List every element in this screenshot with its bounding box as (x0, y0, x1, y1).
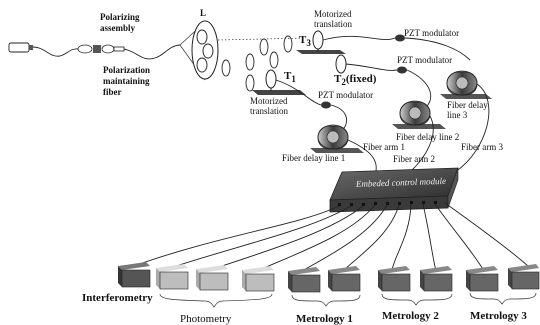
fiber-arm-2 (409, 115, 434, 173)
detector-photometry-1 (156, 264, 189, 290)
pzt-modulator-3-label: PZT modulator (318, 90, 373, 100)
pzt-modulator-2-label: PZT modulator (397, 55, 452, 65)
detector-metrology-2b (420, 266, 453, 292)
detector-metrology-1a (288, 267, 321, 293)
pzt-modulator-1 (395, 34, 405, 42)
pzt-modulator-3 (321, 101, 331, 109)
t1-label: T1 (284, 70, 296, 84)
embedded-control-module (329, 167, 459, 213)
pzt-modulator-1-label: PZT modulator (404, 28, 459, 38)
metrology-2-brace (381, 293, 453, 306)
pzt-modulator-2 (397, 66, 407, 74)
stage-t1 (252, 69, 306, 95)
fiber-delay-line-1-label: Fiber delay line 1 (282, 153, 345, 163)
pm-fiber-label: Polarization maintaining fiber (103, 65, 152, 97)
motorized-translation-top-label: Motorized translation (314, 9, 354, 29)
detector-metrology-2a (378, 266, 411, 292)
fiber-delay-line-3-label: Fiber delay line 3 (447, 100, 490, 120)
polarizing-assembly-label: Polarizing assembly (100, 12, 142, 33)
photometry-label: Photometry (180, 313, 232, 325)
interferometry-label: Interferometry (82, 292, 153, 304)
fiber-delay-line-3 (440, 70, 492, 99)
lens-label: L (200, 8, 206, 18)
photometry-brace (159, 293, 273, 308)
fiber-delay-line-1 (310, 124, 364, 153)
detector-metrology-3b (508, 264, 540, 290)
detector-metrology-1b (328, 266, 361, 292)
fiber-delay-line-2 (392, 100, 446, 129)
motorized-translation-bottom-label: Motorized translation (250, 96, 290, 116)
polarizing-assembly (77, 44, 125, 54)
fiber-arm-1-label: Fiber arm 1 (363, 142, 405, 152)
metrology-2-label: Metrology 2 (382, 310, 439, 322)
stage-t3 (296, 30, 346, 54)
fiber-arm-2-label: Fiber arm 2 (393, 154, 435, 164)
fiber-arm-3 (454, 83, 490, 173)
control-module-label: Embeded control module (355, 176, 446, 189)
metrology-1-label: Metrology 1 (296, 313, 353, 325)
metrology-1-brace (291, 294, 361, 307)
metrology-3-label: Metrology 3 (470, 310, 527, 322)
stage-t2 (335, 54, 347, 74)
detector-metrology-3a (466, 266, 499, 292)
t2-label: T2(fixed) (334, 73, 377, 87)
lens-l (179, 20, 219, 81)
detector-photometry-3 (242, 266, 275, 292)
fiber-delay-line-2-label: Fiber delay line 2 (396, 132, 459, 142)
light-source (8, 42, 33, 53)
fiber-arm-3-label: Fiber arm 3 (461, 142, 503, 152)
detector-photometry-2 (196, 265, 229, 291)
pm-fiber (123, 44, 181, 60)
t3-label: T3 (299, 34, 311, 48)
detector-interferometry (118, 262, 151, 288)
detector-fibers (133, 202, 529, 272)
metrology-3-brace (469, 292, 537, 305)
beam-spots (221, 35, 293, 92)
